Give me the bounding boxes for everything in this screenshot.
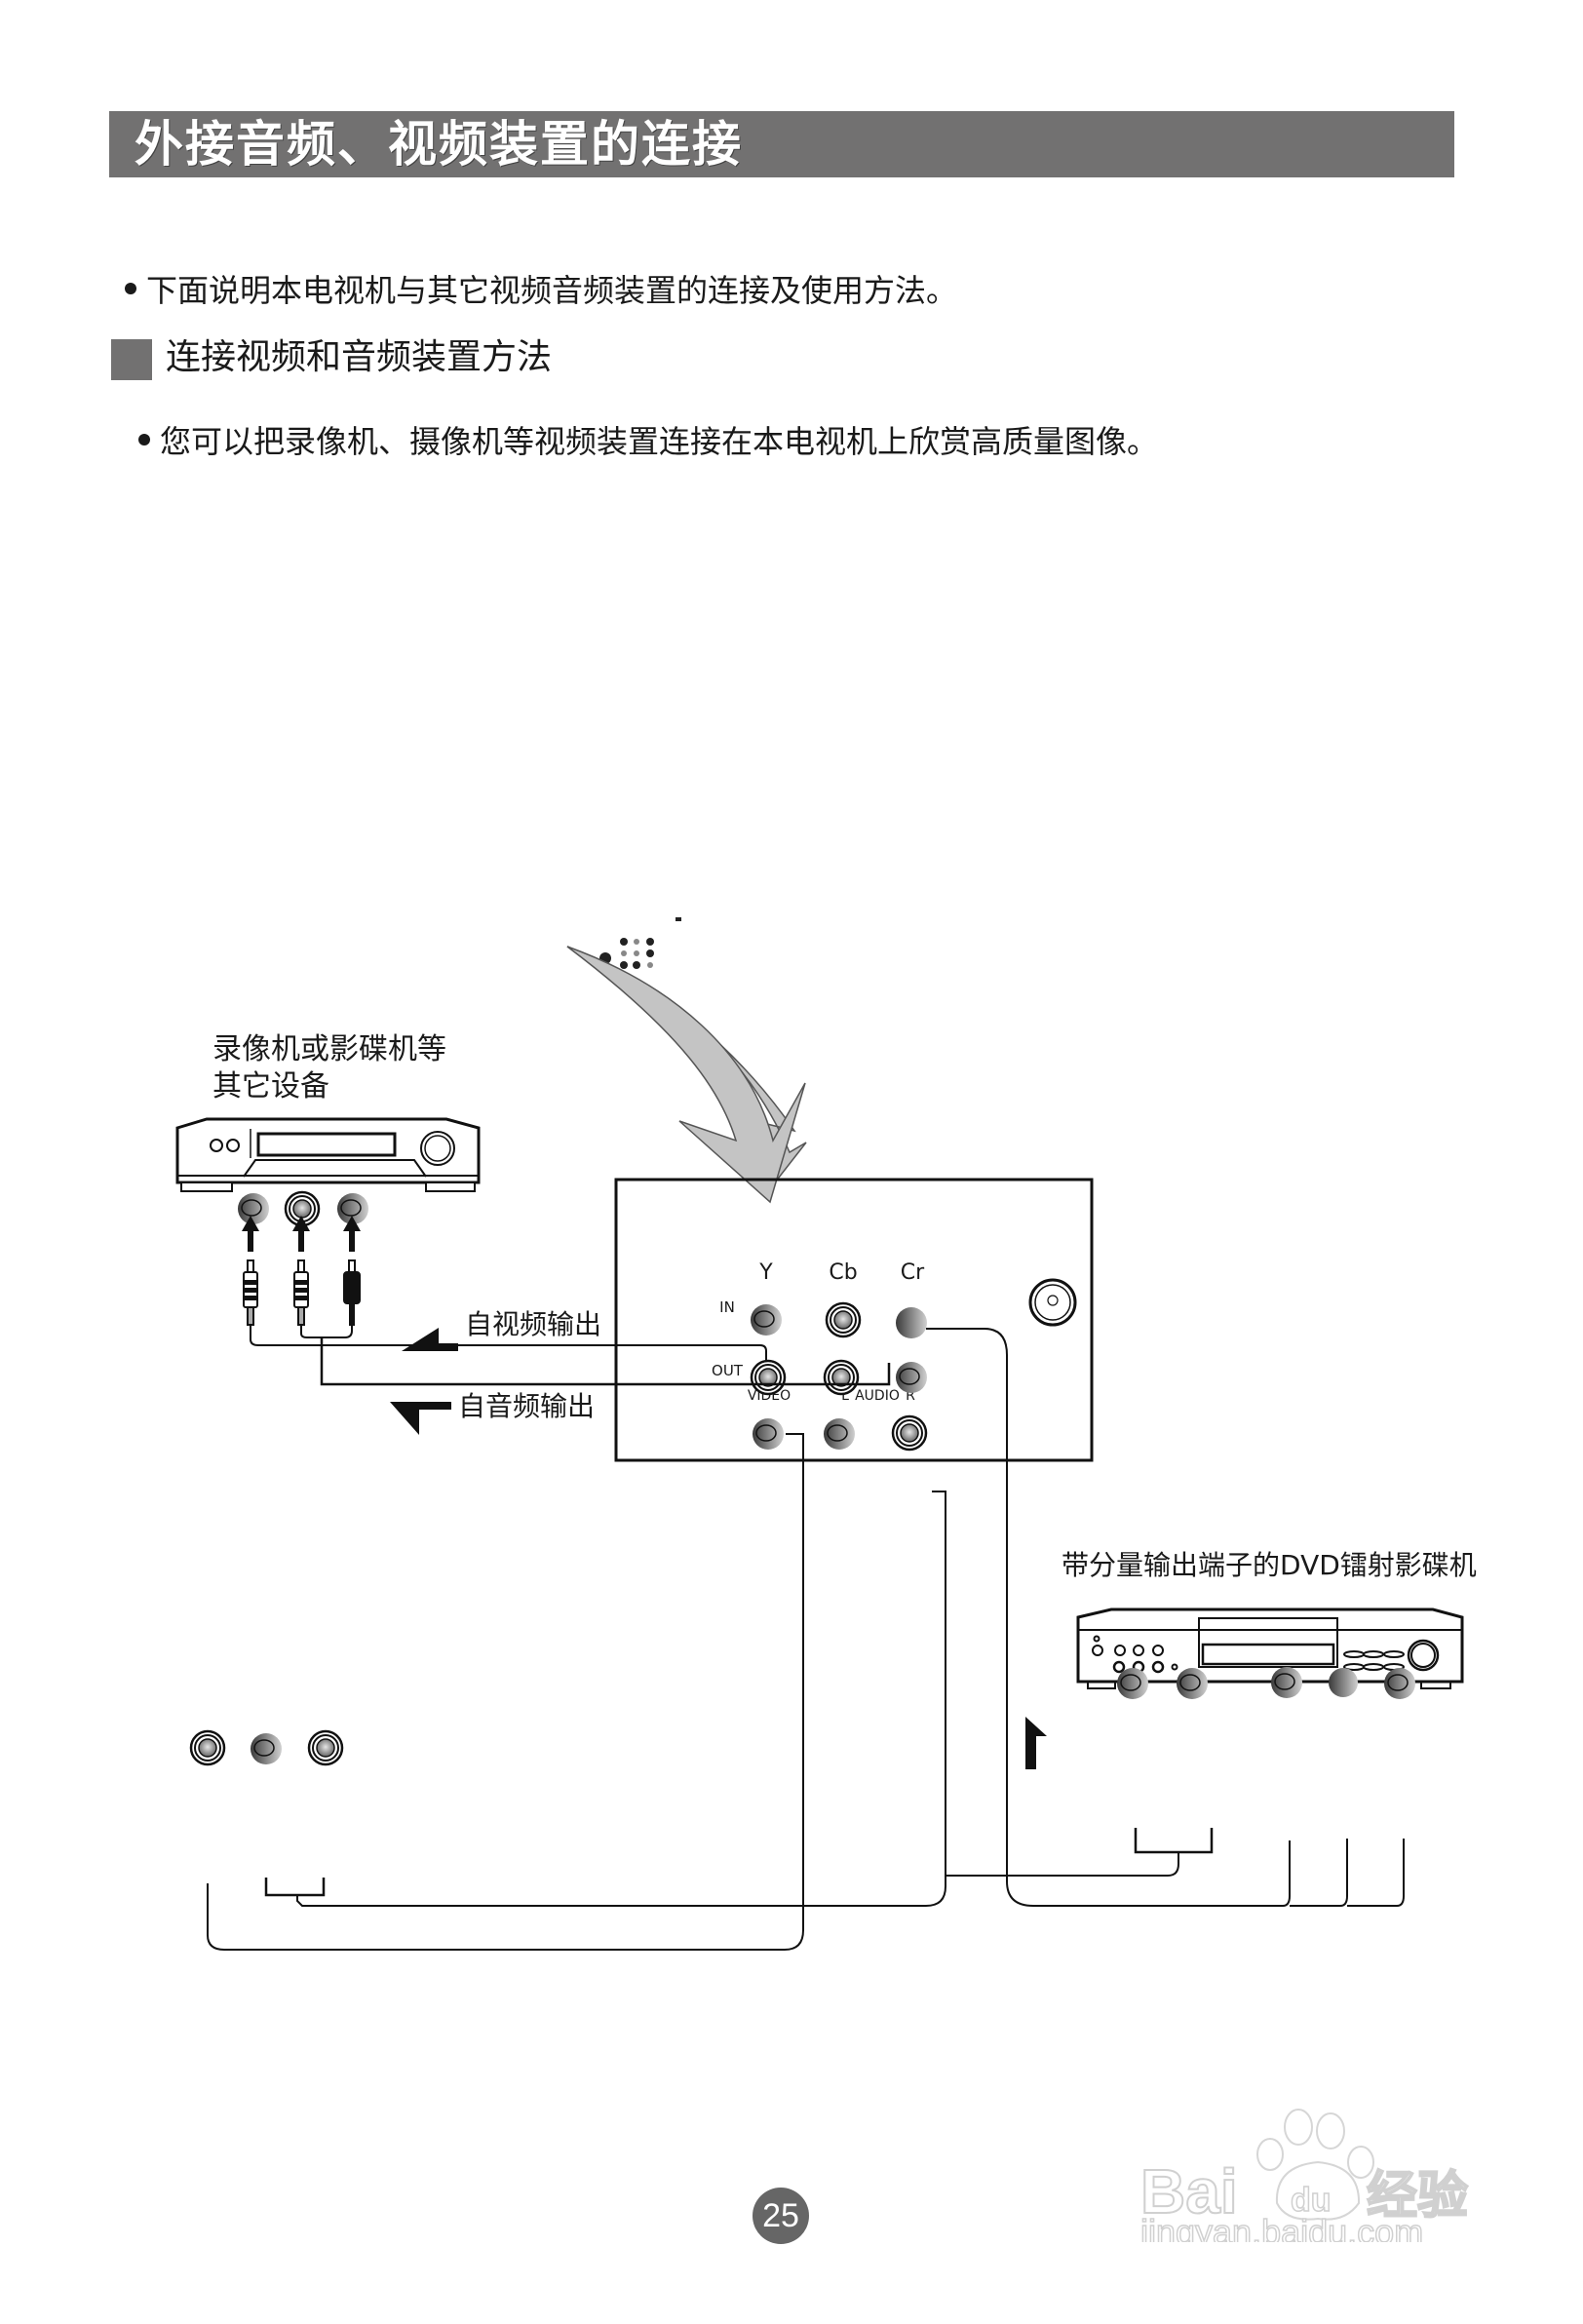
label-in: IN — [719, 1298, 735, 1316]
jack-cb-in — [825, 1301, 862, 1338]
video-output-label: 自视频输出 — [465, 1308, 601, 1340]
left-arrow-icon — [402, 1328, 458, 1351]
audio-output-label: 自音频输出 — [458, 1390, 595, 1422]
label-audio-l: L — [841, 1388, 849, 1404]
dvd-jack-audio-l — [1116, 1667, 1149, 1700]
vcr-label-line1: 录像机或影碟机等 — [212, 1032, 446, 1066]
baidu-watermark: Bai du 经验 jingyan.baidu.com — [1111, 2076, 1482, 2253]
paw-toe — [1284, 2109, 1313, 2146]
jack-y-in — [750, 1303, 783, 1336]
description-text: 您可以把录像机、摄像机等视频装置连接在本电视机上欣赏高质量图像。 — [160, 423, 1159, 460]
front-jack-audio-r — [307, 1729, 344, 1766]
jack-video-in — [752, 1417, 785, 1451]
vcr-cables — [250, 1325, 891, 1386]
label-y: Y — [758, 1260, 773, 1285]
jack-audio-l-out — [823, 1359, 860, 1396]
jack-audio-r-out — [895, 1361, 928, 1394]
jack-video-out — [750, 1359, 787, 1396]
up-arrow-icon — [1025, 1717, 1047, 1769]
left-arrow-icon — [390, 1402, 451, 1435]
dvd-jack-cr — [1383, 1667, 1416, 1700]
intro-paragraph: 下面说明本电视机与其它视频音频装置的连接及使用方法。 — [125, 271, 957, 310]
bullet-icon — [138, 434, 150, 445]
dvd-jack-audio-r — [1176, 1667, 1209, 1700]
tv-back-inset — [599, 917, 681, 969]
paw-toe — [1316, 2112, 1345, 2150]
vcr-device — [175, 1117, 481, 1192]
label-audio: AUDIO — [855, 1388, 900, 1404]
paw-toe — [1256, 2138, 1284, 2171]
label-audio-r: R — [906, 1388, 915, 1404]
label-cr: Cr — [901, 1260, 925, 1285]
dvd-cables — [207, 1328, 1405, 1951]
dvd-jack-y — [1270, 1666, 1303, 1699]
dvd-player — [1076, 1607, 1464, 1689]
page-title: 外接音频、视频装置的连接 — [135, 116, 743, 173]
antenna-jack — [1028, 1278, 1077, 1327]
jack-audio-l-in — [823, 1417, 856, 1451]
jack-audio-r-in — [891, 1414, 928, 1452]
paw-pad — [1275, 2160, 1361, 2221]
dvd-jacks — [1116, 1666, 1416, 1700]
section-title: 连接视频和音频装置方法 — [166, 337, 553, 377]
title-bar — [109, 111, 1454, 177]
tv-rear-panel — [614, 1178, 1094, 1462]
dvd-jack-cb — [1329, 1668, 1358, 1697]
paw-toe — [1347, 2146, 1374, 2179]
intro-text: 下面说明本电视机与其它视频音频装置的连接及使用方法。 — [146, 272, 958, 309]
label-out: OUT — [712, 1362, 744, 1379]
label-cb: Cb — [829, 1260, 857, 1285]
bullet-icon — [125, 283, 136, 294]
front-jack-video — [250, 1732, 283, 1765]
vcr-label-line2: 其它设备 — [212, 1069, 329, 1104]
front-jack-audio-l — [189, 1729, 226, 1766]
section-marker — [111, 339, 152, 380]
front-av-jacks — [189, 1729, 344, 1766]
section-description: 您可以把录像机、摄像机等视频装置连接在本电视机上欣赏高质量图像。 — [138, 421, 1158, 462]
watermark-suffix: 经验 — [1367, 2167, 1468, 2226]
vcr-jack-audio-l — [237, 1192, 270, 1225]
watermark-url: jingyan.baidu.com — [1139, 2212, 1423, 2242]
curved-arrow-head — [566, 946, 806, 1204]
jack-cr-in — [896, 1307, 927, 1338]
rca-plugs — [243, 1259, 361, 1326]
watermark-brand-mid: du — [1291, 2182, 1332, 2219]
page-number-badge: 25 — [753, 2188, 809, 2244]
up-arrow-icon — [242, 1216, 361, 1252]
dvd-label: 带分量输出端子的DVD镭射影碟机 — [1062, 1549, 1477, 1581]
watermark-brand: Bai — [1140, 2156, 1238, 2227]
